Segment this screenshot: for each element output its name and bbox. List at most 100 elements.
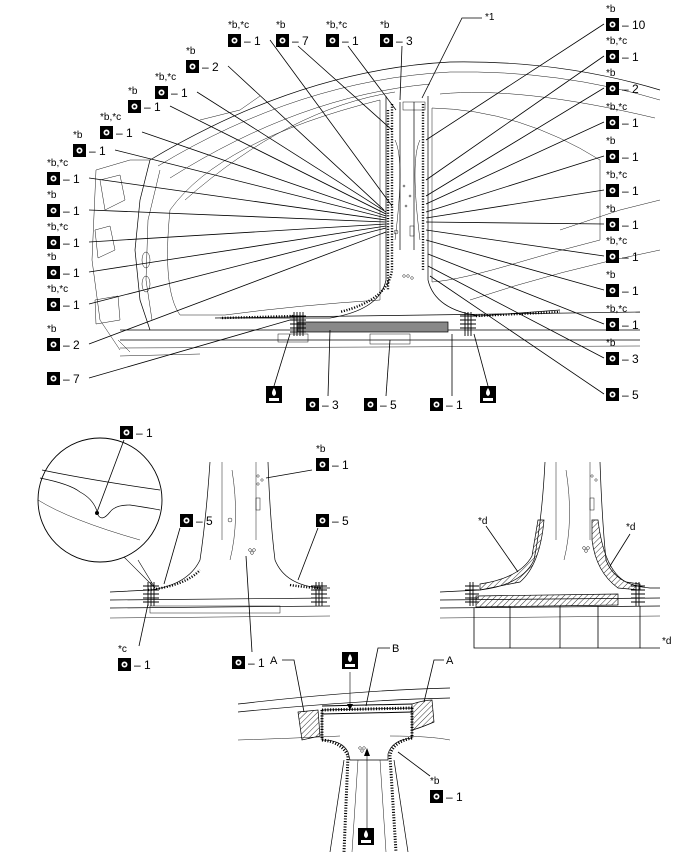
spot-weld-icon <box>186 60 199 73</box>
callout-number: – 1 <box>136 426 153 440</box>
spot-weld-icon <box>430 790 443 803</box>
spot-weld-icon <box>100 126 113 139</box>
spot-weld-icon <box>606 18 619 31</box>
callout-number: – 1 <box>171 86 188 100</box>
callout-number: – 1 <box>622 318 639 332</box>
spot-weld-icon <box>316 458 329 471</box>
callout-number: – 1 <box>622 218 639 232</box>
leader-lines <box>88 23 605 397</box>
callout-qualifier: *b,*c <box>47 158 68 169</box>
d-label-right: *d <box>626 522 635 533</box>
callout-qualifier: *b <box>606 136 616 147</box>
spot-weld-icon <box>606 116 619 129</box>
spot-weld-icon <box>155 86 168 99</box>
callout-qualifier: *b <box>128 86 138 97</box>
callout-number: – 1 <box>144 100 161 114</box>
callouts: *b,*c – 1 *b – 2 *b,*c – 1 *b – 1 *b,*c – 1 *b – 1 *… <box>47 4 646 845</box>
label-b: B <box>392 643 399 655</box>
spot-weld-icon <box>47 236 60 249</box>
callout-qualifier: *b,*c <box>606 170 627 181</box>
callout-qualifier: *b <box>606 338 616 349</box>
callout-qualifier: *b,*c <box>606 304 627 315</box>
callout-qualifier: *b <box>606 68 616 79</box>
sealer-application-icon <box>358 828 374 845</box>
sealer-application-icon <box>342 652 358 669</box>
spot-weld-icon <box>47 298 60 311</box>
callout-number: – 1 <box>622 116 639 130</box>
spot-weld-icon <box>606 82 619 95</box>
spot-weld-icon <box>180 514 193 527</box>
spot-weld-icon <box>606 318 619 331</box>
callout-number: – 2 <box>622 82 639 96</box>
mid-right-view <box>439 461 661 649</box>
callout-number: – 5 <box>196 514 213 528</box>
callout-qualifier: *c <box>118 644 127 655</box>
callout-number: – 2 <box>202 60 219 74</box>
spot-weld-icon <box>128 100 141 113</box>
callout-number: – 1 <box>446 398 463 412</box>
callout-number: – 1 <box>342 34 359 48</box>
callout-number: – 2 <box>63 338 80 352</box>
callout-number: – 1 <box>332 458 349 472</box>
main-view <box>91 61 661 357</box>
callout-qualifier: *b,*c <box>606 236 627 247</box>
star-1-label: *1 <box>485 12 495 23</box>
spot-weld-icon <box>73 144 86 157</box>
callout-qualifier: *b <box>47 190 57 201</box>
callout-number: – 5 <box>622 388 639 402</box>
callout-qualifier: *b,*c <box>606 102 627 113</box>
callout-qualifier: *b <box>47 252 57 263</box>
callout-number: – 1 <box>622 50 639 64</box>
callout-number: – 1 <box>248 656 265 670</box>
spot-weld-icon <box>276 34 289 47</box>
spot-weld-icon <box>47 338 60 351</box>
bottom-view <box>237 672 451 852</box>
callout-qualifier: *b <box>430 776 440 787</box>
spot-weld-icon <box>606 150 619 163</box>
spot-weld-icon <box>606 388 619 401</box>
callout-qualifier: *b <box>186 46 196 57</box>
spot-weld-icon <box>326 34 339 47</box>
spot-weld-icon <box>120 426 133 439</box>
mid-left-view <box>37 437 331 619</box>
callout-number: – 5 <box>380 398 397 412</box>
callout-number: – 1 <box>446 790 463 804</box>
callout-qualifier: *b <box>73 130 83 141</box>
callout-qualifier: *b,*c <box>326 20 347 31</box>
spot-weld-icon <box>606 352 619 365</box>
callout-qualifier: *b <box>380 20 390 31</box>
callout-qualifier: *b <box>606 270 616 281</box>
callout-number: – 1 <box>116 126 133 140</box>
d-label-bottom: *d <box>662 636 671 647</box>
callout-qualifier: *b,*c <box>47 222 68 233</box>
callout-number: – 1 <box>134 658 151 672</box>
spot-weld-icon <box>606 284 619 297</box>
sealer-application-icon <box>266 386 282 403</box>
callout-number: – 1 <box>63 266 80 280</box>
callout-number: – 1 <box>622 150 639 164</box>
callout-number: – 10 <box>622 18 646 32</box>
callout-number: – 1 <box>89 144 106 158</box>
rocker-weld-ticks-right <box>460 312 476 336</box>
spot-weld-icon <box>606 250 619 263</box>
callout-number: – 1 <box>244 34 261 48</box>
callout-number: – 3 <box>622 352 639 366</box>
spot-weld-icon <box>232 656 245 669</box>
callout-number: – 5 <box>332 514 349 528</box>
callout-number: – 1 <box>63 236 80 250</box>
callout-number: – 7 <box>292 34 309 48</box>
callout-qualifier: *b <box>606 4 616 15</box>
callout-number: – 1 <box>63 204 80 218</box>
callout-qualifier: *b <box>606 204 616 215</box>
spot-weld-icon <box>606 50 619 63</box>
spot-weld-icon <box>380 34 393 47</box>
sealer-application-icon <box>480 386 496 403</box>
callout-number: – 1 <box>63 298 80 312</box>
spot-weld-icon <box>316 514 329 527</box>
callout-number: – 1 <box>622 250 639 264</box>
rocker-weld-ticks-left <box>290 312 306 336</box>
callout-qualifier: *b,*c <box>606 36 627 47</box>
spot-weld-icon <box>364 398 377 411</box>
